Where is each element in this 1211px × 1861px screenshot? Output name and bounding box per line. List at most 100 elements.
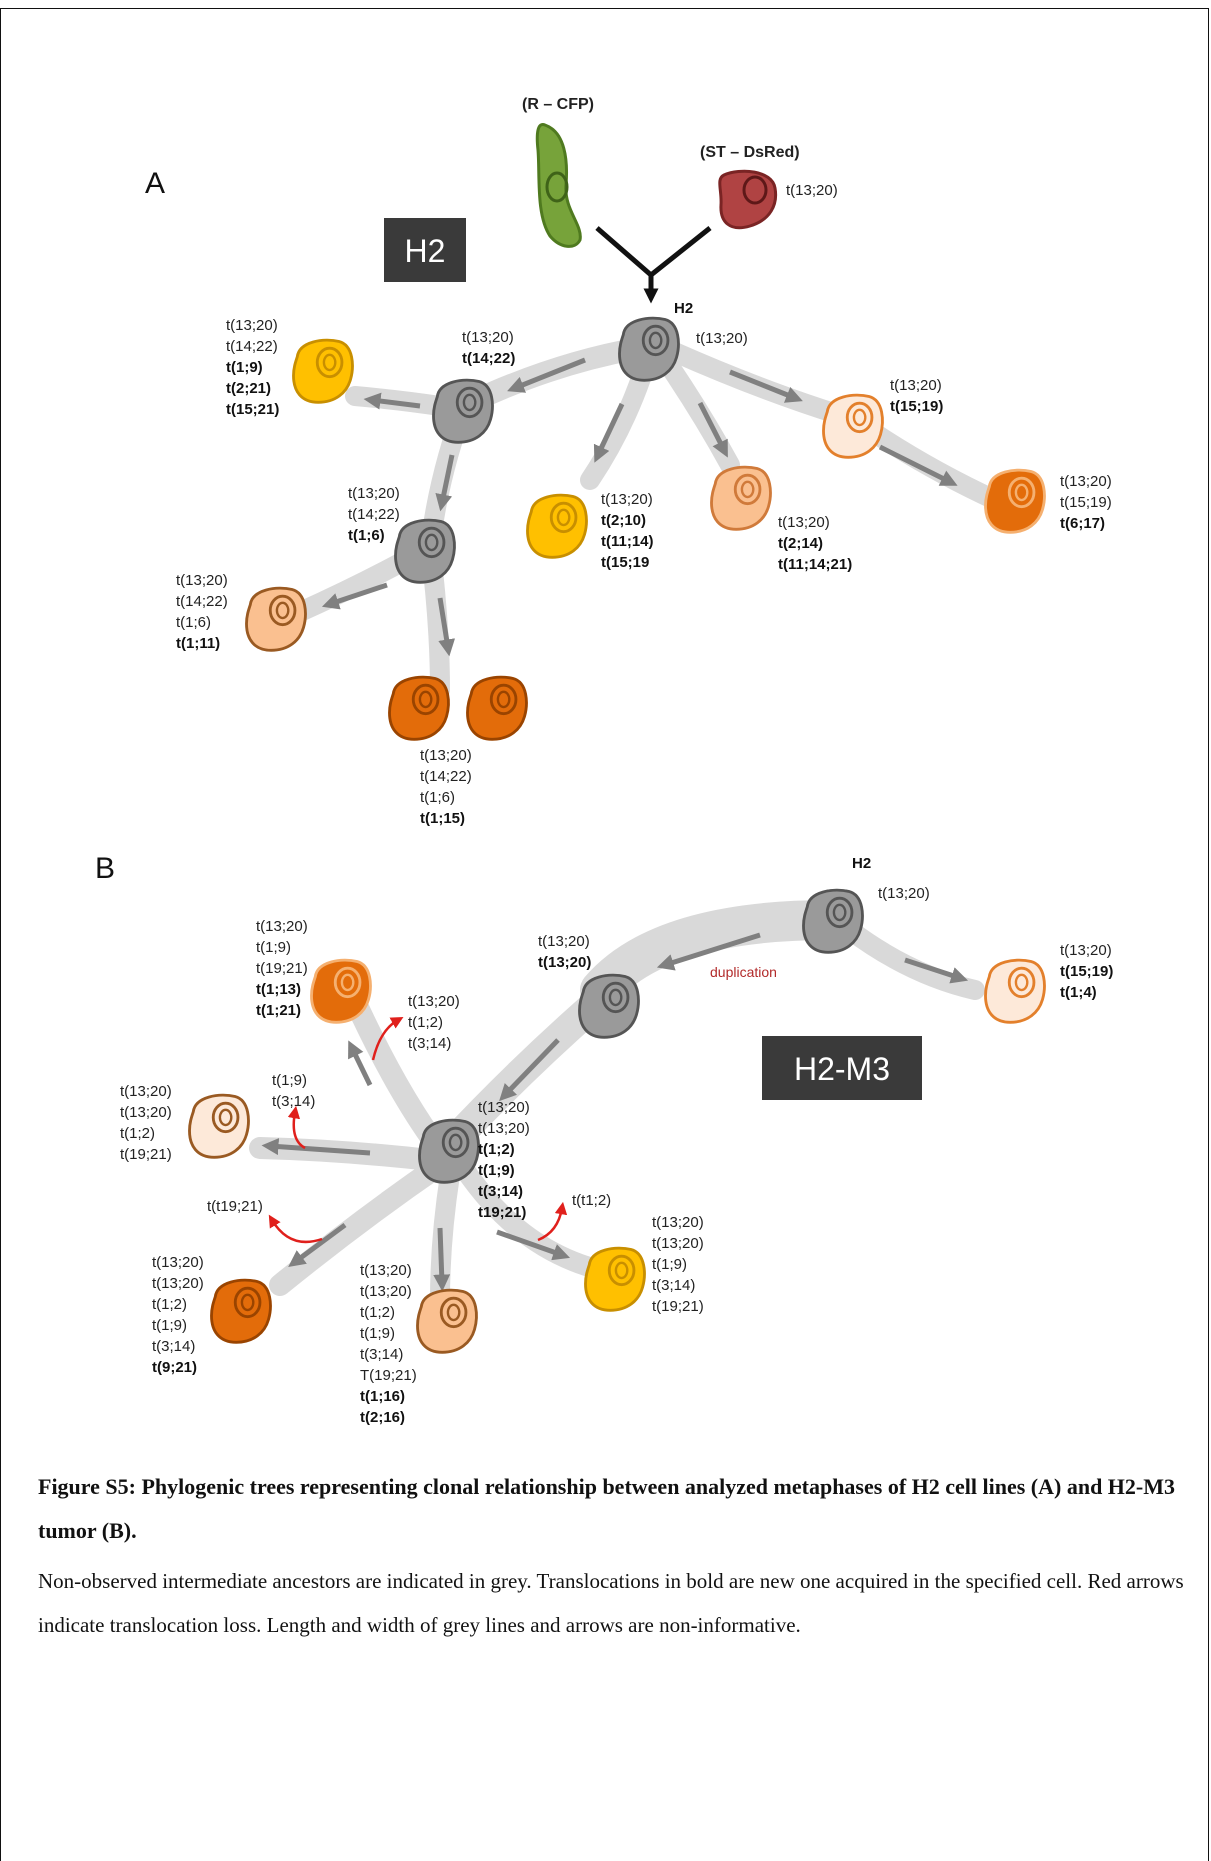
b-root-karyotype-line: t(13;20) xyxy=(878,885,930,902)
panel-a-arrows xyxy=(321,357,958,657)
a-leaf-orange-pair-label-line: t(1;6) xyxy=(420,789,455,806)
caption-title: Figure S5: Phylogenic trees representing… xyxy=(38,1474,1176,1543)
b-hub-grey-cell xyxy=(418,1118,480,1184)
b-leaf-light-left-label-line: t(19;21) xyxy=(120,1146,172,1163)
a-leaf-yellow-mid-label-line: t(2;10) xyxy=(601,512,646,529)
b-leaf-orange-top-label-line: t(1;9) xyxy=(256,939,291,956)
duplication-label: duplication xyxy=(710,964,777,980)
loss-right-label-line: t(t1;2) xyxy=(572,1192,611,1209)
b-leaf-orange-bottom-label-line: t(13;20) xyxy=(152,1275,204,1292)
a-leaf-peach-left-label-line: t(1;6) xyxy=(176,614,211,631)
a-leaf-orange-pair-right-cell xyxy=(466,675,528,741)
b-leaf-light-right-label-line: t(1;4) xyxy=(1060,984,1097,1001)
a-leaf-peach-mid-cell xyxy=(710,465,772,531)
a-root-karyotype-line: t(13;20) xyxy=(696,330,748,347)
a-leaf-orange-pair-label-line: t(13;20) xyxy=(420,747,472,764)
labels-layer: t(13;20) t(14;22) t(13;20) t(14;22) t(1;9) t(… xyxy=(120,300,1113,1426)
loss-left-label-line: t(3;14) xyxy=(272,1093,315,1110)
panel-b-letter: B xyxy=(95,852,115,885)
a-leaf-orange-right-cell xyxy=(984,468,1046,534)
b-leaf-peach-bottom-label-line: t(1;9) xyxy=(360,1325,395,1342)
a-leaf-yellow-top-label-line: t(13;20) xyxy=(226,317,278,334)
b-leaf-light-left-cell xyxy=(188,1093,250,1159)
b-leaf-yellow-right-label-line: t(13;20) xyxy=(652,1235,704,1252)
a-leaf-light-right-label-line: t(13;20) xyxy=(890,377,942,394)
b-root-label-line: H2 xyxy=(852,855,871,872)
panel-b-box-label: H2-M3 xyxy=(794,1051,890,1087)
caption-body: Non-observed intermediate ancestors are … xyxy=(38,1569,1184,1637)
panel-b-label-box xyxy=(762,1036,922,1100)
panel-b-arrows xyxy=(261,932,969,1292)
b-leaf-yellow-right-label-line: t(13;20) xyxy=(652,1214,704,1231)
b-leaf-yellow-right-label-line: t(1;9) xyxy=(652,1256,687,1273)
loss-top-label-line: t(1;2) xyxy=(408,1014,443,1031)
loss-left-label-line: t(1;9) xyxy=(272,1072,307,1089)
b-leaf-orange-bottom-cell xyxy=(210,1278,272,1344)
a-int1-label-line: t(14;22) xyxy=(462,350,515,367)
b-hub-label-line: t(13;20) xyxy=(478,1099,530,1116)
b-leaf-light-left-label-line: t(13;20) xyxy=(120,1104,172,1121)
a-root-label-line: H2 xyxy=(674,300,693,317)
loss-bottom-left-label-line: t(t19;21) xyxy=(207,1198,263,1215)
panel-a-label-box xyxy=(384,218,466,282)
b-leaf-peach-bottom-label-line: t(1;2) xyxy=(360,1304,395,1321)
b-hub-label-line: t(13;20) xyxy=(478,1120,530,1137)
a-leaf-light-right-cell xyxy=(822,393,884,459)
a-leaf-yellow-top-label-line: t(1;9) xyxy=(226,359,263,376)
a-leaf-orange-pair-left-cell xyxy=(388,675,450,741)
b-int1-label-line: t(13;20) xyxy=(538,933,590,950)
b-leaf-peach-bottom-cell xyxy=(416,1288,478,1354)
merge-lines xyxy=(595,226,712,279)
a-leaf-peach-left-label-line: t(1;11) xyxy=(176,635,220,652)
a-leaf-orange-pair-label-line: t(1;15) xyxy=(420,810,465,827)
a-leaf-yellow-mid-label-line: t(13;20) xyxy=(601,491,653,508)
a-leaf-yellow-top-label-line: t(15;21) xyxy=(226,401,279,418)
figure-caption: Figure S5: Phylogenic trees representing… xyxy=(38,1465,1188,1647)
b-leaf-orange-bottom-label-line: t(13;20) xyxy=(152,1254,204,1271)
b-int1-grey-cell xyxy=(578,973,640,1039)
a-int2-label-line: t(1;6) xyxy=(348,527,385,544)
b-leaf-orange-top-cell xyxy=(310,958,372,1024)
b-leaf-orange-top-label-line: t(19;21) xyxy=(256,960,308,977)
b-leaf-peach-bottom-label-line: t(3;14) xyxy=(360,1346,403,1363)
a-leaf-peach-left-label-line: t(13;20) xyxy=(176,572,228,589)
a-leaf-yellow-top-cell xyxy=(292,338,354,404)
loss-arrows xyxy=(268,1016,568,1244)
b-hub-label-line: t(1;2) xyxy=(478,1141,515,1158)
a-leaf-yellow-mid-label-line: t(11;14) xyxy=(601,533,654,550)
b-hub-label-line: t(3;14) xyxy=(478,1183,523,1200)
phylogenic-trees-diagram: A H2 (R – CFP) (ST – DsRed) t(13;20) xyxy=(95,96,1113,1426)
a-int1-grey-cell xyxy=(432,378,494,444)
green-progenitor-cell xyxy=(535,123,582,248)
b-leaf-orange-top-label-line: t(1;13) xyxy=(256,981,301,998)
a-leaf-peach-left-cell xyxy=(245,586,307,652)
a-leaf-peach-left-label-line: t(14;22) xyxy=(176,593,228,610)
b-leaf-orange-top-label-line: t(13;20) xyxy=(256,918,308,935)
b-leaf-orange-bottom-label-line: t(3;14) xyxy=(152,1338,195,1355)
b-leaf-yellow-right-cell xyxy=(584,1246,646,1312)
a-int2-label-line: t(14;22) xyxy=(348,506,400,523)
b-hub-label-line: t19;21) xyxy=(478,1204,526,1221)
red-progenitor-cell xyxy=(718,169,778,230)
b-leaf-orange-bottom-label-line: t(1;9) xyxy=(152,1317,187,1334)
a-int1-label-line: t(13;20) xyxy=(462,329,514,346)
b-leaf-light-left-label-line: t(13;20) xyxy=(120,1083,172,1100)
b-leaf-light-right-cell xyxy=(984,958,1046,1024)
progenitor-right-label: (ST – DsRed) xyxy=(700,144,800,161)
progenitor-left-label: (R – CFP) xyxy=(522,96,594,113)
a-leaf-orange-right-label-line: t(15;19) xyxy=(1060,494,1112,511)
cells-layer xyxy=(188,316,1046,1354)
b-leaf-orange-top-label-line: t(1;21) xyxy=(256,1002,301,1019)
a-leaf-light-right-label-line: t(15;19) xyxy=(890,398,943,415)
a-int2-label-line: t(13;20) xyxy=(348,485,400,502)
b-leaf-orange-bottom-label-line: t(9;21) xyxy=(152,1359,197,1376)
b-leaf-peach-bottom-label-line: t(13;20) xyxy=(360,1262,412,1279)
a-leaf-orange-pair-label-line: t(14;22) xyxy=(420,768,472,785)
b-leaf-yellow-right-label-line: t(19;21) xyxy=(652,1298,704,1315)
b-leaf-light-left-label-line: t(1;2) xyxy=(120,1125,155,1142)
b-int1-label-line: t(13;20) xyxy=(538,954,591,971)
b-leaf-peach-bottom-label-line: t(13;20) xyxy=(360,1283,412,1300)
a-leaf-orange-right-label-line: t(13;20) xyxy=(1060,473,1112,490)
panel-a-letter: A xyxy=(145,167,165,200)
b-leaf-light-right-label-line: t(13;20) xyxy=(1060,942,1112,959)
